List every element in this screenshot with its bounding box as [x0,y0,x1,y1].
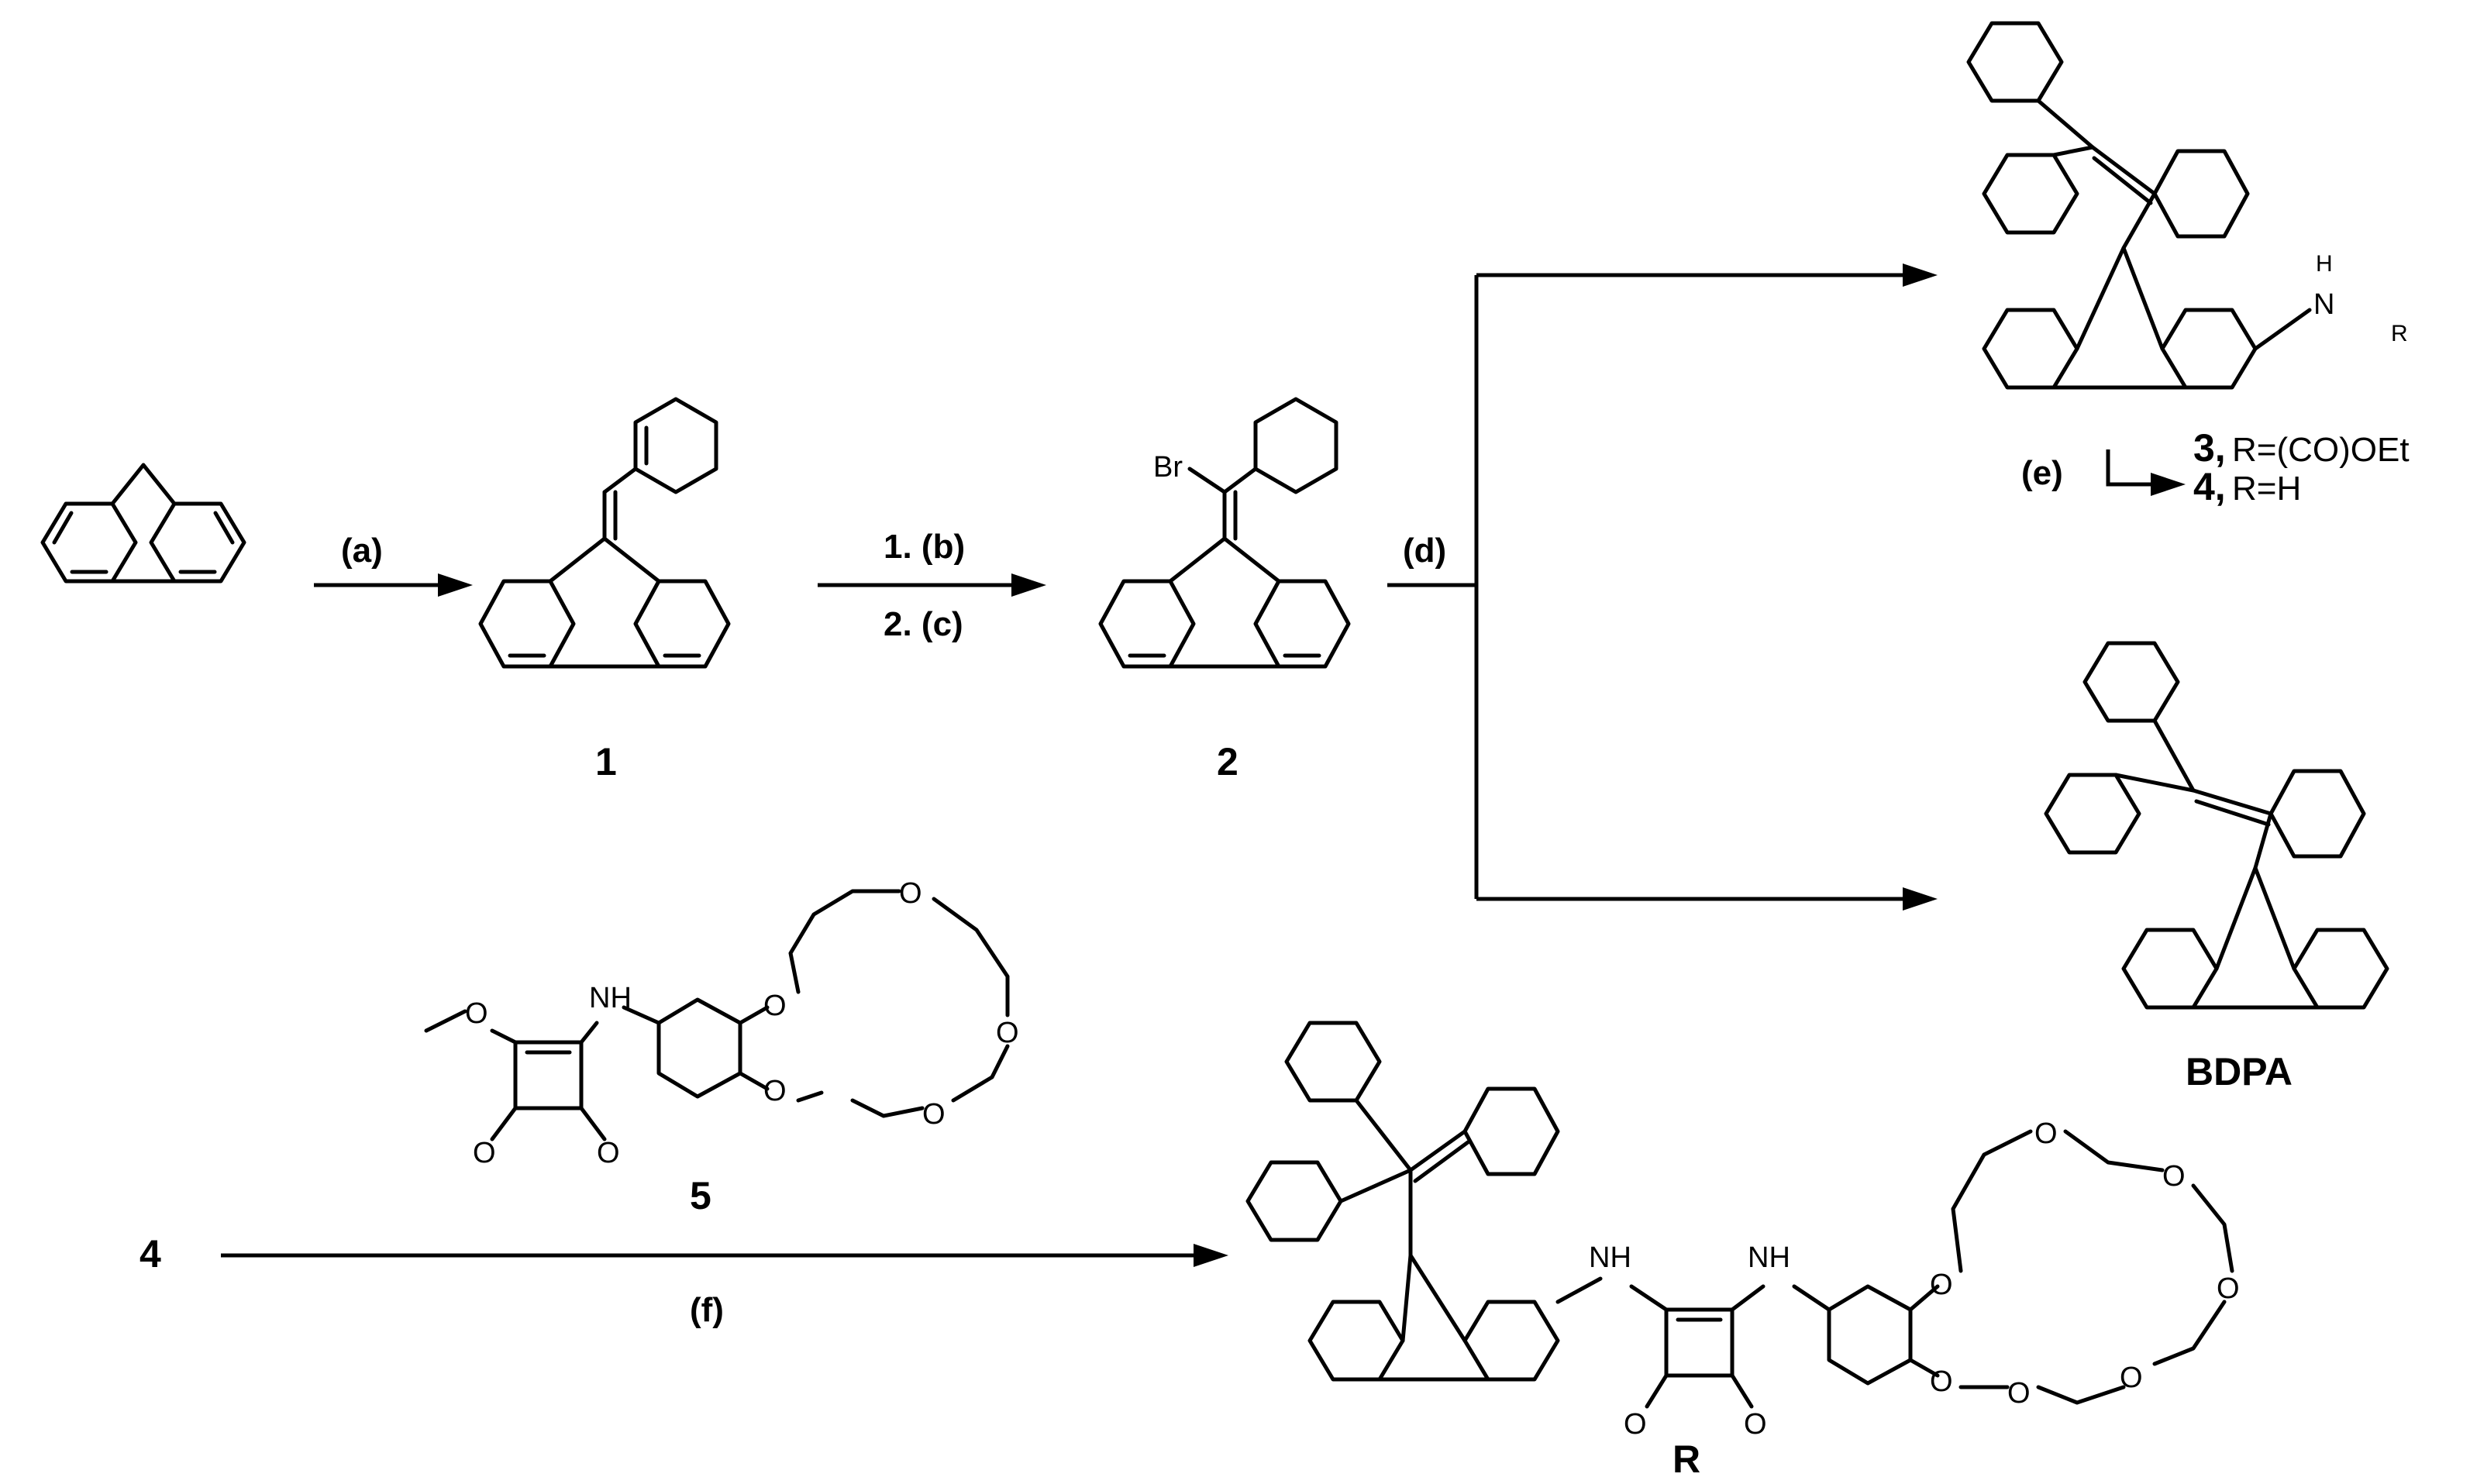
arrow-d-branch [1387,263,1938,911]
compound-5-methoxy-oxygen: O [465,997,488,1030]
compound-5-carbonyl-oxygen-right: O [597,1137,620,1169]
compound-3-label: 3, [2193,426,2226,470]
compound-3-nh-hydrogen: H [2316,251,2333,277]
arrow-e [2106,449,2186,496]
condition-a: (a) [341,532,383,570]
compound-5-crown-oxygen-4: O [996,1017,1019,1049]
compound-5-label: 5 [690,1174,711,1217]
product-r-structure [1245,1021,2234,1409]
reactant-4-label: 4 [140,1232,161,1276]
compound-4-label: 4, [2193,465,2226,508]
bdpa-label: BDPA [2186,1050,2293,1093]
compound-3-4-structure [1966,21,2312,390]
compound-3-r-definition: R=(CO)OEt [2232,431,2410,469]
compound-5-crown-oxygen-5: O [922,1098,946,1131]
condition-c: 2. (c) [884,605,963,643]
compound-1-structure [478,397,731,669]
product-r-crown-oxygen-7: O [2007,1377,2031,1410]
product-r-label: R [1673,1438,1700,1481]
condition-d: (d) [1403,532,1446,570]
product-r-nh-right: NH [1748,1241,1790,1274]
compound-5-nh: NH [589,982,632,1014]
product-r-crown-oxygen-3: O [2034,1117,2058,1150]
compound-5-crown-oxygen-1: O [763,990,787,1022]
product-r-carbonyl-oxygen-left: O [1624,1408,1647,1441]
product-r-crown-oxygen-4: O [2162,1160,2186,1193]
compound-3-nitrogen: N [2313,288,2334,321]
arrow-a [314,573,473,597]
compound-5-carbonyl-oxygen-left: O [473,1137,496,1169]
product-r-crown-oxygen-5: O [2217,1272,2240,1305]
product-r-carbonyl-oxygen-right: O [1744,1408,1767,1441]
product-r-crown-oxygen-6: O [2120,1362,2143,1394]
compound-1-label: 1 [595,740,617,783]
product-r-nh-left: NH [1589,1241,1631,1274]
compound-2-structure [1098,397,1351,669]
product-r-crown-oxygen-1: O [1930,1269,1953,1301]
product-r-crown-oxygen-2: O [1930,1365,1953,1398]
arrow-f [221,1244,1228,1267]
compound-5-crown-oxygen-3: O [899,877,922,910]
compound-4-r-definition: R=H [2232,470,2301,508]
fluorene-structure [40,463,246,584]
condition-f: (f) [690,1291,724,1329]
condition-e: (e) [2021,454,2063,492]
compound-5-crown-oxygen-2: O [763,1075,787,1107]
compound-5-structure [424,889,1010,1141]
condition-b: 1. (b) [884,528,965,566]
bromine-atom: Br [1153,451,1183,484]
compound-3-r-substituent: R [2391,321,2408,346]
compound-2-label: 2 [1217,740,1238,783]
bdpa-structure [2044,641,2389,1010]
arrow-bc [818,573,1046,597]
